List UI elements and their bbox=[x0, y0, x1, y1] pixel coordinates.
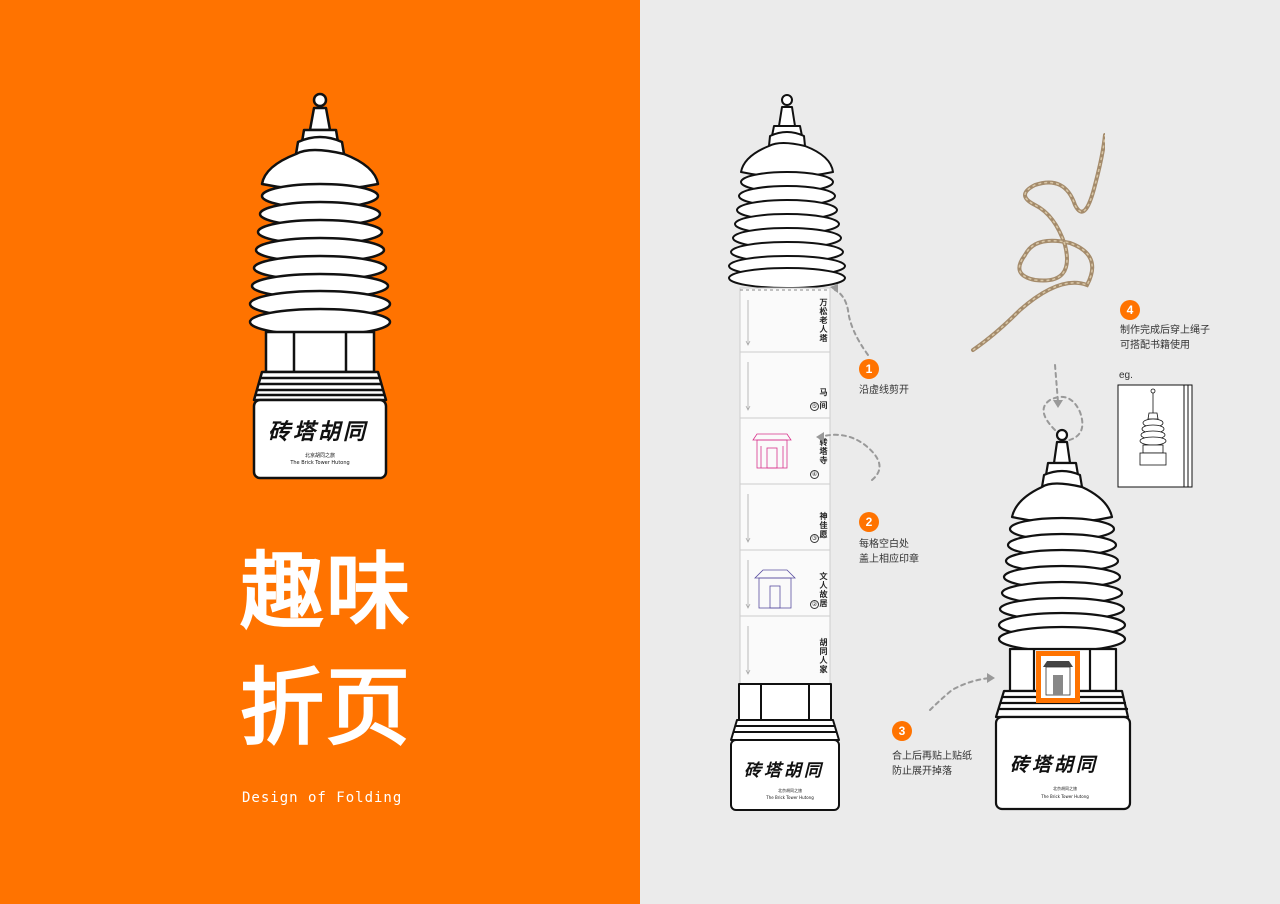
step4-text-line1: 制作完成后穿上绳子 bbox=[1120, 325, 1210, 336]
tower-plaque-small-cn: 北京胡同之旅 bbox=[304, 453, 335, 459]
dashed-arrows bbox=[816, 284, 1084, 711]
eg-label: eg. bbox=[1119, 370, 1133, 381]
strip-panel-num: ⑤ bbox=[810, 402, 819, 411]
strip-plaque-title: 砖塔胡同 bbox=[744, 761, 824, 781]
strip-panel-num: ③ bbox=[810, 534, 819, 543]
tower-plaque-title: 砖塔胡同 bbox=[268, 419, 369, 445]
title-line1: 趣味 bbox=[240, 543, 413, 641]
strip-plaque-small-en: The Brick Tower Hutong bbox=[766, 795, 814, 800]
folded-plaque-title: 砖塔胡同 bbox=[1010, 754, 1099, 776]
strip-tower-illustration bbox=[728, 94, 846, 811]
stamp-house-purple bbox=[754, 569, 796, 609]
step1-text: 沿虚线剪开 bbox=[859, 385, 909, 396]
step2-text-line1: 每格空白处 bbox=[859, 539, 909, 550]
strip-panel-label: 神佳愿 bbox=[819, 512, 828, 539]
step4-badge: 4 bbox=[1120, 300, 1140, 320]
subtitle: Design of Folding bbox=[242, 790, 403, 806]
strip-plaque-small-cn: 北京胡同之旅 bbox=[778, 788, 802, 793]
rope-image bbox=[971, 133, 1105, 352]
strip-panel-label: 转塔寺 bbox=[819, 438, 828, 465]
example-book-thumbnail bbox=[1117, 384, 1193, 488]
step3-text-line2: 防止展开掉落 bbox=[892, 766, 952, 777]
folded-tower-illustration bbox=[994, 428, 1132, 811]
step2-text-line2: 盖上相应印章 bbox=[859, 554, 919, 565]
strip-panel-num: ② bbox=[810, 600, 819, 609]
left-panel: 砖塔胡同 北京胡同之旅 The Brick Tower Hutong 趣味 折页… bbox=[0, 0, 640, 904]
strip-panel-label: 马 间 bbox=[819, 388, 828, 410]
pagoda-illustration bbox=[248, 92, 392, 480]
step2-badge: 2 bbox=[859, 512, 879, 532]
folded-plaque-small-cn: 北京胡同之旅 bbox=[1053, 786, 1077, 791]
folded-plaque-small-en: The Brick Tower Hutong bbox=[1041, 794, 1089, 799]
sticker-image bbox=[1036, 651, 1080, 703]
strip-panel-label: 万松老人塔 bbox=[819, 298, 828, 343]
strip-panel-label: 胡同人家 bbox=[819, 638, 828, 674]
strip-panel-label: 文人故居 bbox=[819, 572, 828, 608]
strip-panel-num: ④ bbox=[810, 470, 819, 479]
step1-badge: 1 bbox=[859, 359, 879, 379]
stamp-gate-pink bbox=[752, 433, 792, 469]
tower-plaque-small-en: The Brick Tower Hutong bbox=[290, 460, 350, 466]
title-line2: 折页 bbox=[240, 659, 413, 757]
step3-badge: 3 bbox=[892, 721, 912, 741]
step3-text-line1: 合上后再贴上贴纸 bbox=[892, 751, 972, 762]
step4-text-line2: 可搭配书籍使用 bbox=[1120, 340, 1190, 351]
